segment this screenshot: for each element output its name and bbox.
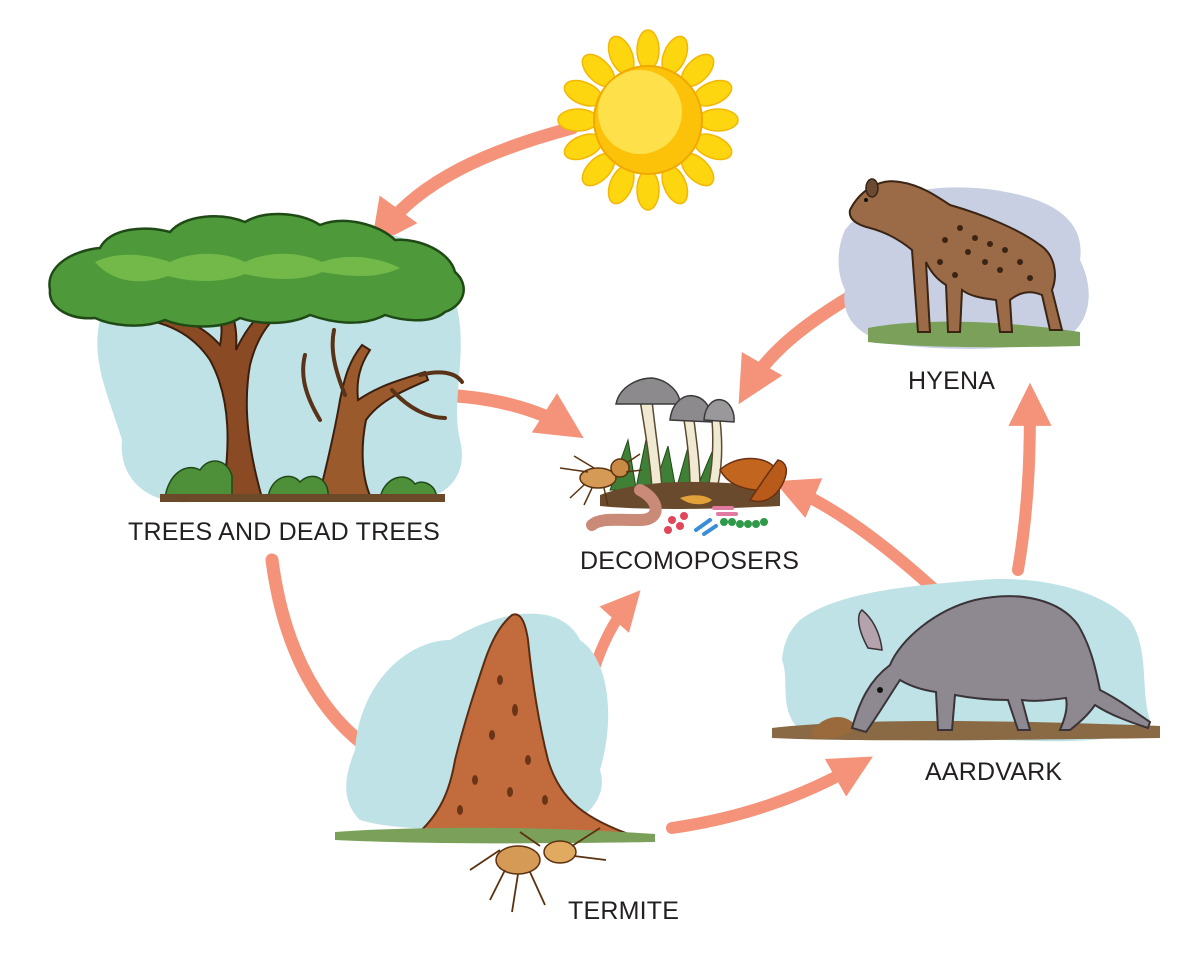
termite-icon — [335, 613, 655, 913]
mushroom-icon — [559, 377, 788, 536]
aardvark-body — [850, 595, 1152, 734]
decomposer-termite — [559, 453, 643, 507]
sun-icon — [557, 29, 739, 211]
arrow-sun-to-trees — [370, 121, 579, 248]
aardvark-label: AARDVARK — [925, 758, 1063, 786]
arrow-termite-to-aardvark — [666, 756, 874, 834]
termite-bug — [469, 827, 607, 913]
hyena-body — [848, 180, 1064, 333]
termite-mound — [412, 613, 641, 839]
arrow-aardvark-to-hyena — [1008, 382, 1052, 576]
arrow-aardvark-to-decomposers — [774, 478, 941, 596]
termite-label: TERMITE — [568, 897, 680, 925]
hyena-icon — [838, 178, 1089, 349]
hyena-label: HYENA — [908, 367, 996, 395]
aardvark-icon — [772, 579, 1160, 742]
trees-label: TREES AND DEAD TREES — [128, 518, 440, 546]
dead-tree-trunk — [316, 343, 430, 501]
tree-icon — [48, 212, 465, 503]
decomposers-label: DECOMOPOSERS — [580, 547, 800, 575]
